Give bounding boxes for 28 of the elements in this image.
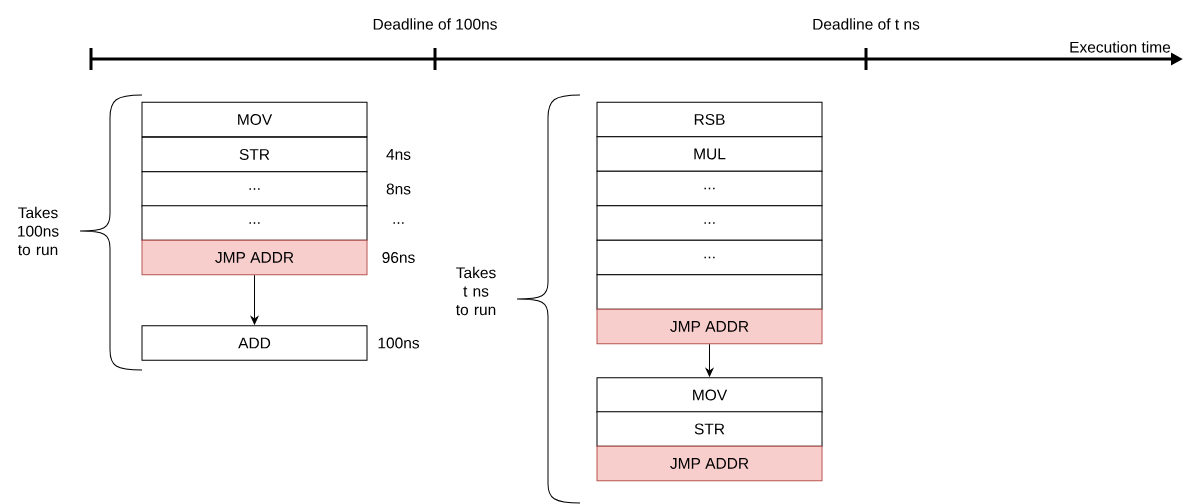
instruction-box: RSB — [596, 101, 823, 138]
instruction-box: ... — [596, 205, 823, 241]
empty-box — [596, 274, 823, 310]
arrow — [250, 274, 259, 325]
time-label: 4ns — [386, 149, 411, 160]
instruction-box: JMP ADDR — [141, 239, 368, 276]
instruction-box: STR — [141, 136, 368, 173]
time-label: 8ns — [386, 183, 411, 195]
instruction-box: ... — [141, 205, 368, 241]
instruction-box: ADD — [141, 325, 368, 361]
time-axis-label: Deadline of t ns — [813, 18, 920, 30]
instruction-box: MOV — [596, 377, 823, 413]
instruction-box: MUL — [596, 136, 823, 172]
arrow — [705, 343, 714, 377]
time-label: 96ns — [382, 252, 415, 263]
duration-label: Takes 100ns to run — [18, 206, 59, 256]
instruction-box: STR — [596, 411, 823, 447]
instruction-box: ... — [596, 170, 823, 207]
duration-label: Takes t ns to run — [456, 266, 496, 316]
time-label: 100ns — [378, 337, 420, 349]
time-axis-label: Deadline of 100ns — [373, 18, 497, 30]
instruction-box: ... — [141, 171, 368, 207]
instruction-box: MOV — [141, 101, 368, 138]
time-label: ... — [393, 222, 404, 224]
instruction-box: ... — [596, 239, 823, 276]
time-axis-label: Execution time — [1070, 41, 1171, 53]
instruction-box: JMP ADDR — [596, 308, 823, 345]
instruction-box: JMP ADDR — [596, 445, 823, 482]
